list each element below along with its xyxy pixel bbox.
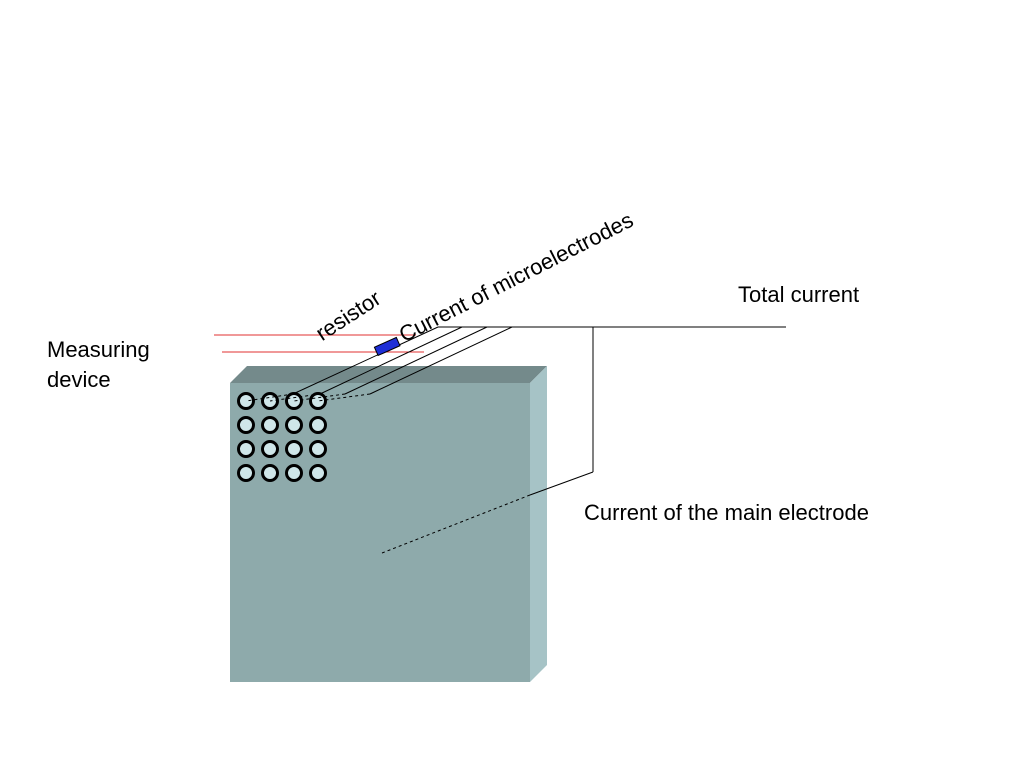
micro-dash-3: [293, 393, 346, 402]
microelectrode: [309, 392, 327, 410]
micro-dash-4: [317, 393, 371, 402]
microelectrode: [309, 464, 327, 482]
measuring-device-wires: [214, 334, 424, 353]
microelectrode-dashed-links: [245, 393, 371, 402]
micro-wire-1: [292, 326, 439, 395]
microelectrode: [261, 440, 279, 458]
measuring-device-label-line1: Measuring: [47, 337, 150, 362]
microelectrode: [309, 440, 327, 458]
microelectrode: [285, 464, 303, 482]
main-electrode-current-label: Current of the main electrode: [584, 500, 869, 525]
microelectrode-grid: [237, 392, 327, 482]
microelectrode: [237, 416, 255, 434]
micro-wire-3: [344, 326, 488, 395]
microelectrode: [237, 392, 255, 410]
micro-dash-2: [269, 393, 321, 402]
main-electrode-wire: [381, 327, 594, 554]
micro-wire-4: [369, 326, 513, 395]
microelectrode: [237, 440, 255, 458]
main-wire-diagonal: [529, 471, 594, 496]
microelectrode: [261, 416, 279, 434]
slab-front-face: [230, 383, 530, 682]
microelectrode: [285, 416, 303, 434]
micro-dash-1: [245, 393, 294, 402]
slab-side-face: [530, 366, 547, 682]
main-electrode-slab: [230, 366, 547, 682]
microelectrode: [285, 440, 303, 458]
resistor-component: [373, 336, 401, 357]
slab-top-face: [230, 366, 547, 383]
total-current-label: Total current: [738, 282, 860, 307]
measuring-device-label-line2: device: [47, 367, 111, 392]
main-wire-dashed: [381, 494, 531, 554]
microelectrode: [261, 464, 279, 482]
measuring-device-label: Measuring device: [47, 335, 187, 395]
microelectrode-wires: [292, 326, 513, 395]
microelectrode: [237, 464, 255, 482]
microelectrode: [309, 416, 327, 434]
micro-wire-2: [319, 326, 463, 395]
